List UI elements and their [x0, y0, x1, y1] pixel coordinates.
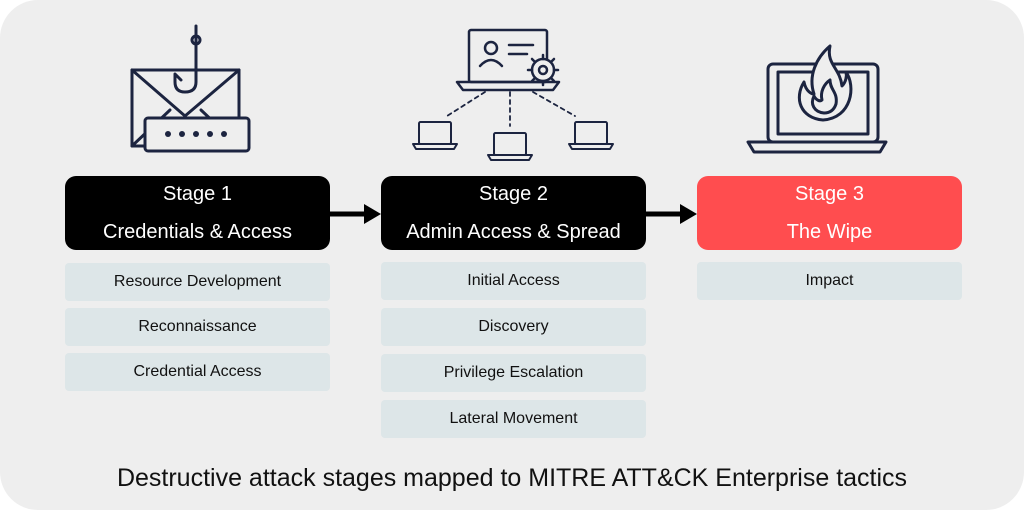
admin-network-icon [412, 28, 614, 161]
tactic-impact: Impact [697, 262, 962, 300]
stage-1-title: Credentials & Access [103, 221, 292, 243]
stage-1-header: Stage 1 Credentials & Access [65, 176, 330, 250]
tactic-discovery: Discovery [381, 308, 646, 346]
stage-2-label: Stage 2 [479, 183, 548, 205]
stage-3-header: Stage 3 The Wipe [697, 176, 962, 250]
tactic-reconnaissance: Reconnaissance [65, 308, 330, 346]
tactic-initial-access: Initial Access [381, 262, 646, 300]
tactic-lateral-movement: Lateral Movement [381, 400, 646, 438]
tactic-credential-access: Credential Access [65, 353, 330, 391]
tactic-resource-development: Resource Development [65, 263, 330, 301]
phishing-email-icon [130, 24, 251, 153]
tactic-privilege-escalation: Privilege Escalation [381, 354, 646, 392]
arrow-stage-2-to-3 [646, 204, 697, 224]
diagram-caption: Destructive attack stages mapped to MITR… [116, 464, 908, 492]
stage-1-label: Stage 1 [163, 183, 232, 205]
stage-3-label: Stage 3 [795, 183, 864, 205]
arrow-stage-1-to-2 [330, 204, 381, 224]
laptop-fire-icon [746, 44, 888, 154]
stage-3-title: The Wipe [786, 221, 873, 243]
stage-2-title: Admin Access & Spread [406, 221, 621, 243]
stage-2-header: Stage 2 Admin Access & Spread [381, 176, 646, 250]
